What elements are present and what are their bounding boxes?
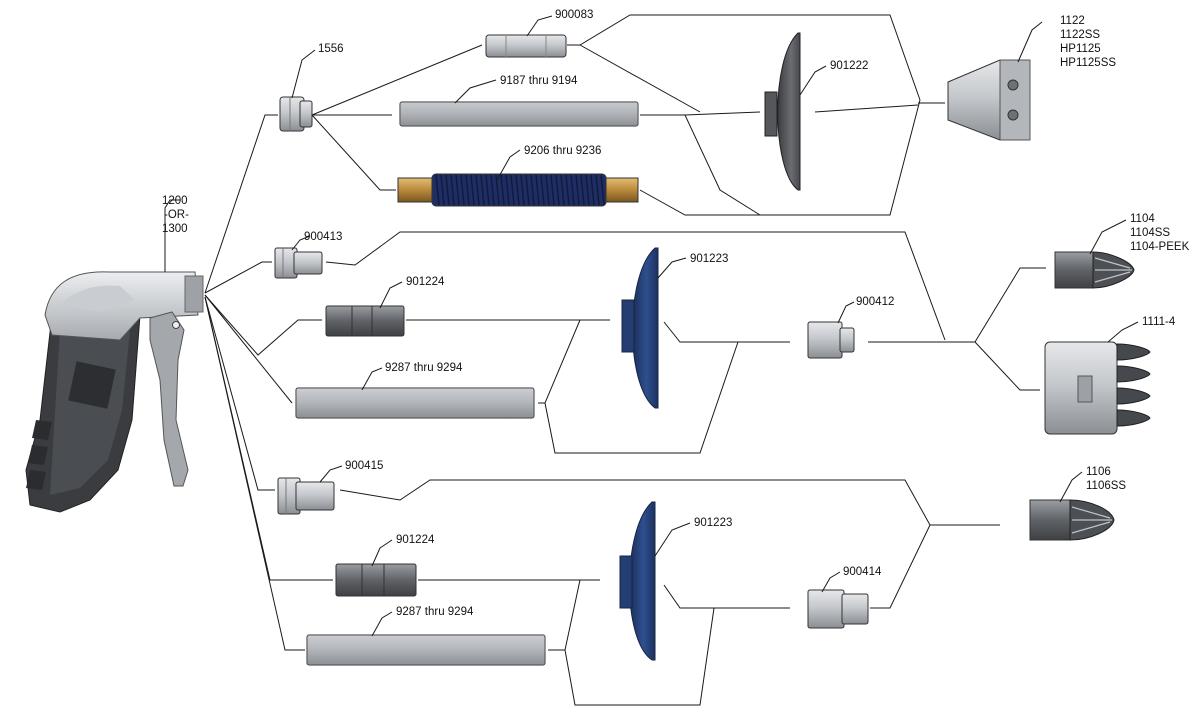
label-9206: 9206 thru 9236 (524, 145, 601, 157)
hose-coil-ring (440, 174, 445, 206)
coupler-901224-b (335, 563, 417, 597)
hose-coil-ring (600, 174, 605, 206)
hose-coil-ring (450, 174, 455, 206)
nozzle-bit (1116, 409, 1151, 427)
hose-coil-ring (545, 174, 550, 206)
hose-coil-ring (560, 174, 565, 206)
shield-901223-a (621, 247, 659, 409)
hose-coil-ring (535, 174, 540, 206)
label-901224-a: 901224 (406, 276, 445, 288)
hose-coil-ring (460, 174, 465, 206)
extension-9287-b (306, 634, 546, 666)
hose-coil-ring (455, 174, 460, 206)
hose-coil-ring (585, 174, 590, 206)
nozzle-1111-4 (1044, 341, 1151, 435)
label-900413: 900413 (304, 231, 342, 243)
hose-coil-ring (565, 174, 570, 206)
hose-coil-ring (520, 174, 525, 206)
hose-coil-ring (465, 174, 470, 206)
label-1106: 1106 1106SS (1086, 466, 1126, 492)
hose-coil-ring (515, 174, 520, 206)
nozzle-bit (1116, 365, 1151, 383)
label-901223-b: 901223 (694, 517, 732, 529)
nozzle-bit (1116, 343, 1151, 361)
label-901222: 901222 (830, 60, 868, 72)
label-900412: 900412 (856, 296, 894, 308)
shield-901222 (764, 32, 801, 191)
hose-coil-ring (525, 174, 530, 206)
hose-coil-ring (530, 174, 535, 206)
hose-coil-ring (510, 174, 515, 206)
extension-9187 (399, 101, 639, 127)
hose-coil-ring (435, 174, 440, 206)
adapter-900413 (274, 247, 323, 279)
extension-9287-a (295, 387, 535, 419)
label-9287-b: 9287 thru 9294 (396, 606, 474, 618)
hose-coil-ring (580, 174, 585, 206)
hose-coil-ring (540, 174, 545, 206)
label-900083: 900083 (555, 9, 593, 21)
tube-900083 (485, 34, 567, 58)
hose-coil-ring (470, 174, 475, 206)
label-1104: 1104 1104SS 1104-PEEK (1130, 213, 1190, 253)
hose-coil-ring (590, 174, 595, 206)
part-labels: 1200 -OR- 1300 1556 900083 9187 thru 919… (162, 9, 1190, 618)
label-1556: 1556 (318, 43, 344, 55)
flex-hose-9206 (397, 173, 639, 207)
adapter-1556 (279, 96, 313, 132)
nozzle-1104 (1054, 251, 1135, 289)
blow-gun (25, 271, 204, 513)
hose-coil-ring (570, 174, 575, 206)
label-9187: 9187 thru 9194 (500, 75, 578, 87)
label-9287-a: 9287 thru 9294 (385, 362, 463, 374)
hose-coil-ring (475, 174, 480, 206)
leader-lines (164, 15, 1139, 637)
label-901223-a: 901223 (690, 253, 728, 265)
hose-coil-ring (495, 174, 500, 206)
connector-lines (204, 14, 1046, 706)
coupler-901224-a (325, 305, 405, 337)
label-901224-b: 901224 (396, 534, 435, 546)
hose-coil-ring (555, 174, 560, 206)
nozzle-bit (1116, 387, 1151, 405)
hose-coil-ring (485, 174, 490, 206)
label-900414: 900414 (843, 566, 882, 578)
label-1111-4: 1111-4 (1142, 316, 1176, 328)
hose-coil-ring (575, 174, 580, 206)
hose-coil-ring (550, 174, 555, 206)
hose-coil-ring (445, 174, 450, 206)
hose-coil-ring (500, 174, 505, 206)
label-1122: 1122 1122SS HP1125 HP1125SS (1060, 15, 1116, 69)
hose-coil-ring (505, 174, 510, 206)
hose-coil-ring (595, 174, 600, 206)
label-900415: 900415 (345, 460, 383, 472)
hose-coil-ring (480, 174, 485, 206)
adapter-900412 (807, 321, 855, 359)
nozzle-1106 (1029, 499, 1115, 541)
label-gun: 1200 -OR- 1300 (162, 195, 192, 235)
shield-901223-b (619, 501, 656, 661)
nozzle-1122 (947, 59, 1031, 141)
adapter-900414 (807, 589, 869, 629)
hose-coil-ring (490, 174, 495, 206)
adapter-900415 (277, 477, 335, 515)
